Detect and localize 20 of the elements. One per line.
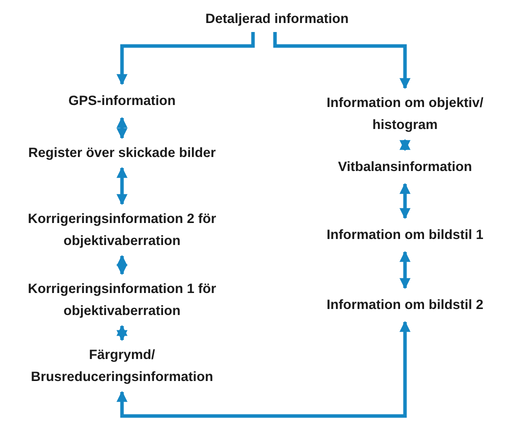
node-label: Färgrymd/ Brusreduceringsinformation	[30, 346, 214, 386]
arrow	[116, 324, 128, 342]
arrow	[116, 116, 128, 140]
node-label: Korrigeringsinformation 2 för objektivaberration	[26, 210, 218, 250]
arrow	[116, 254, 128, 276]
arrow	[400, 138, 410, 152]
node-label: GPS-information	[67, 92, 177, 110]
node-label: Register över skickade bilder	[27, 144, 217, 162]
node-label: Vitbalansinformation	[336, 158, 474, 176]
arrow	[273, 32, 410, 90]
arrow	[116, 166, 128, 206]
node-label: Information om bildstil 2	[326, 296, 484, 314]
node-label: Detaljerad information	[204, 10, 350, 28]
node-label: Information om bildstil 1	[326, 226, 484, 244]
node-label: Korrigeringsinformation 1 för objektivaberration	[26, 280, 218, 320]
arrow	[400, 250, 410, 290]
arrow	[116, 320, 410, 418]
arrow	[116, 32, 255, 86]
arrow	[400, 182, 410, 220]
node-label: Information om objektiv/ histogram	[326, 94, 484, 134]
